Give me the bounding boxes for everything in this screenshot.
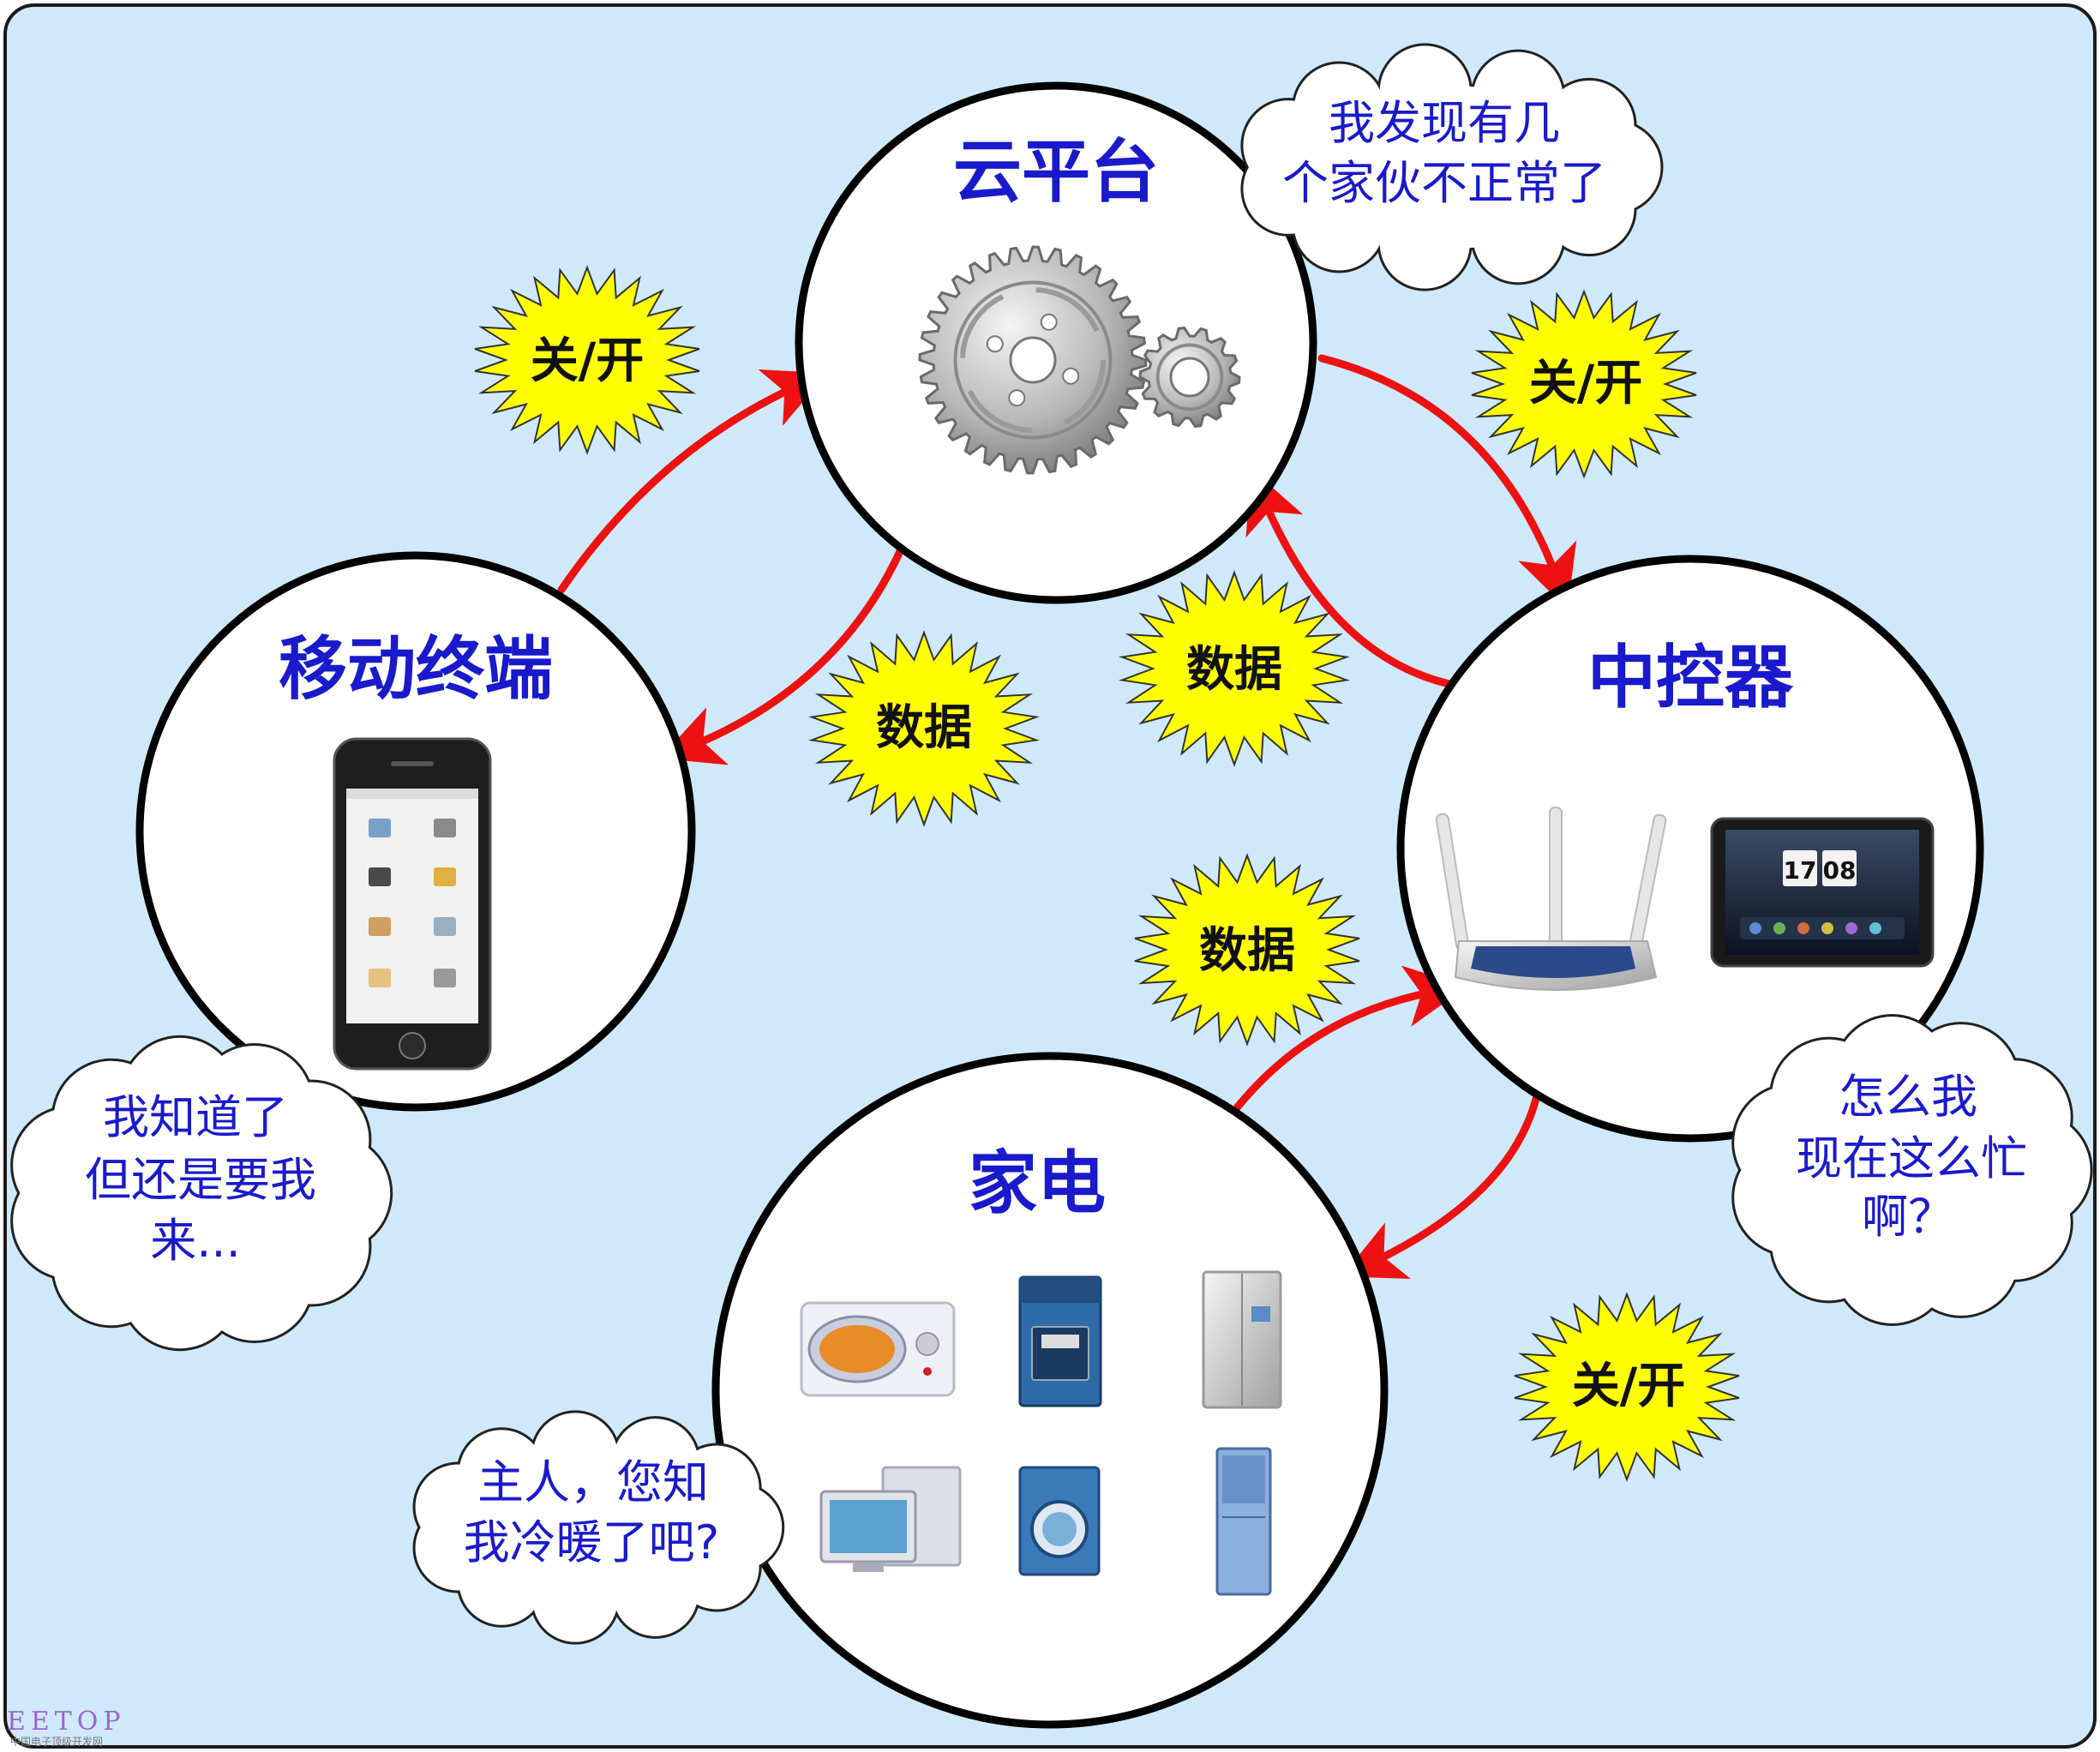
computer-icon	[819, 1466, 962, 1572]
burst-cloud-to-mobile	[808, 630, 1040, 827]
controller-bubble-line-2: 现在这么忙	[1796, 1131, 2027, 1185]
microwave-icon	[800, 1301, 956, 1397]
arrow-cloud-to-mobile	[659, 523, 915, 765]
starbursts	[474, 265, 1740, 1482]
mobile-speech-cloud	[10, 1035, 393, 1352]
appliances-bubble-line-2: 我冷暖了吧?	[464, 1515, 720, 1569]
arrow-controller-to-appliances	[1341, 1095, 1540, 1279]
burst-mobile-to-cloud	[474, 265, 700, 455]
gear-icon	[918, 245, 1241, 475]
burst-label-mobile-to-cloud: 关/开	[531, 333, 644, 389]
smartphone-icon	[333, 737, 492, 1071]
cloud-platform-title: 云平台	[953, 132, 1159, 212]
burst-label-controller-to-appliances: 关/开	[1572, 1359, 1685, 1414]
speech-clouds	[10, 43, 2093, 1645]
controller-title: 中控器	[1587, 638, 1794, 717]
washing-machine-icon	[1018, 1466, 1101, 1576]
mobile-bubble-line-2: 但还是要我	[85, 1153, 316, 1207]
burst-cloud-to-controller	[1471, 289, 1697, 479]
burst-label-cloud-to-controller: 关/开	[1529, 356, 1642, 411]
cloud-bubble-line-1: 我发现有几	[1329, 96, 1560, 150]
tablet-clock-minute: 08	[1823, 856, 1857, 885]
appliances-bubble-line-1: 主人，您知	[477, 1455, 709, 1509]
tablet-icon: 17 08	[1710, 817, 1935, 968]
air-conditioner-icon	[1215, 1447, 1272, 1596]
controller-bubble-line-3: 啊？	[1862, 1190, 1954, 1244]
burst-controller-to-cloud	[1119, 570, 1350, 767]
eetop-watermark: EETOP 中国电子顶级开发网	[7, 1707, 126, 1748]
router-icon	[1435, 807, 1667, 991]
mobile-terminal-title: 移动终端	[279, 629, 553, 709]
watermark-brand: EETOP	[7, 1707, 126, 1737]
tablet-clock-hour: 17	[1784, 856, 1817, 885]
controller-speech-cloud	[1731, 1014, 2093, 1326]
appliances-title: 家电	[969, 1143, 1106, 1223]
arrow-controller-to-cloud	[1245, 468, 1461, 690]
arrow-appliances-to-controller	[1227, 965, 1467, 1119]
stove-icon	[1018, 1275, 1102, 1407]
controller-bubble-line-1: 怎么我	[1839, 1070, 1977, 1124]
watermark-tagline: 中国电子顶级开发网	[10, 1735, 103, 1748]
refrigerator-icon	[1202, 1270, 1282, 1409]
burst-controller-to-appliances	[1514, 1292, 1740, 1482]
cloud-bubble-line-2: 个家伙不正常了	[1282, 156, 1606, 210]
cloud-platform-speech-cloud	[1240, 43, 1664, 291]
arrow-mobile-to-cloud	[557, 369, 827, 594]
arrows	[557, 354, 1577, 1279]
controller-node	[1396, 555, 1984, 1143]
burst-appliances-to-controller	[1134, 853, 1360, 1047]
burst-label-appliances-to-controller: 数据	[1199, 923, 1295, 979]
appliances-speech-cloud	[412, 1410, 785, 1645]
burst-label-cloud-to-mobile: 数据	[876, 700, 972, 756]
mobile-bubble-line-1: 我知道了	[103, 1090, 288, 1144]
arrow-cloud-to-controller	[1317, 354, 1577, 609]
mobile-bubble-line-3: 来...	[150, 1214, 241, 1268]
burst-label-controller-to-cloud: 数据	[1186, 642, 1282, 698]
